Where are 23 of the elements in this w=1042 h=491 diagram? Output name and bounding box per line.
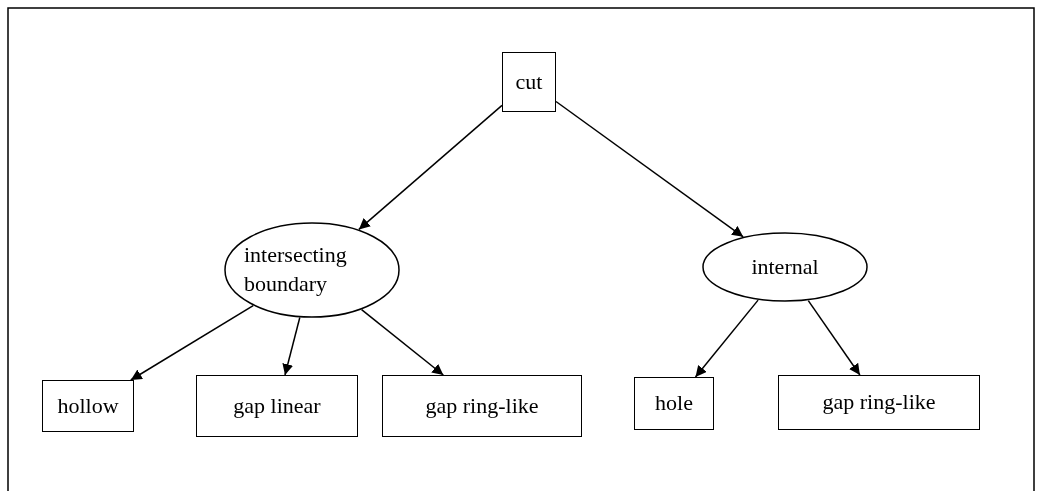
arrow (555, 100, 744, 238)
node-label: gap linear (233, 391, 321, 420)
rectangle-node (196, 375, 358, 437)
arrow (360, 308, 445, 376)
arrow (282, 316, 301, 376)
rectangle-node (42, 380, 134, 432)
arrow (130, 304, 254, 381)
node-label: gap ring-like (822, 388, 936, 417)
rectangle-node (634, 377, 714, 430)
arrow (694, 299, 759, 378)
node-label: intersecting boundary (244, 241, 348, 298)
rectangle-node (778, 375, 980, 430)
node-label: hollow (57, 391, 119, 420)
arrow (807, 299, 861, 376)
ellipse-node (702, 232, 868, 302)
node-label: gap ring-like (425, 391, 539, 420)
node-label: cut (515, 67, 543, 96)
ellipse-node (224, 222, 400, 318)
rectangle-node (502, 52, 556, 112)
rectangle-node (382, 375, 582, 437)
node-label: internal (751, 252, 819, 281)
arrow (358, 104, 503, 231)
node-label: hole (655, 389, 693, 418)
